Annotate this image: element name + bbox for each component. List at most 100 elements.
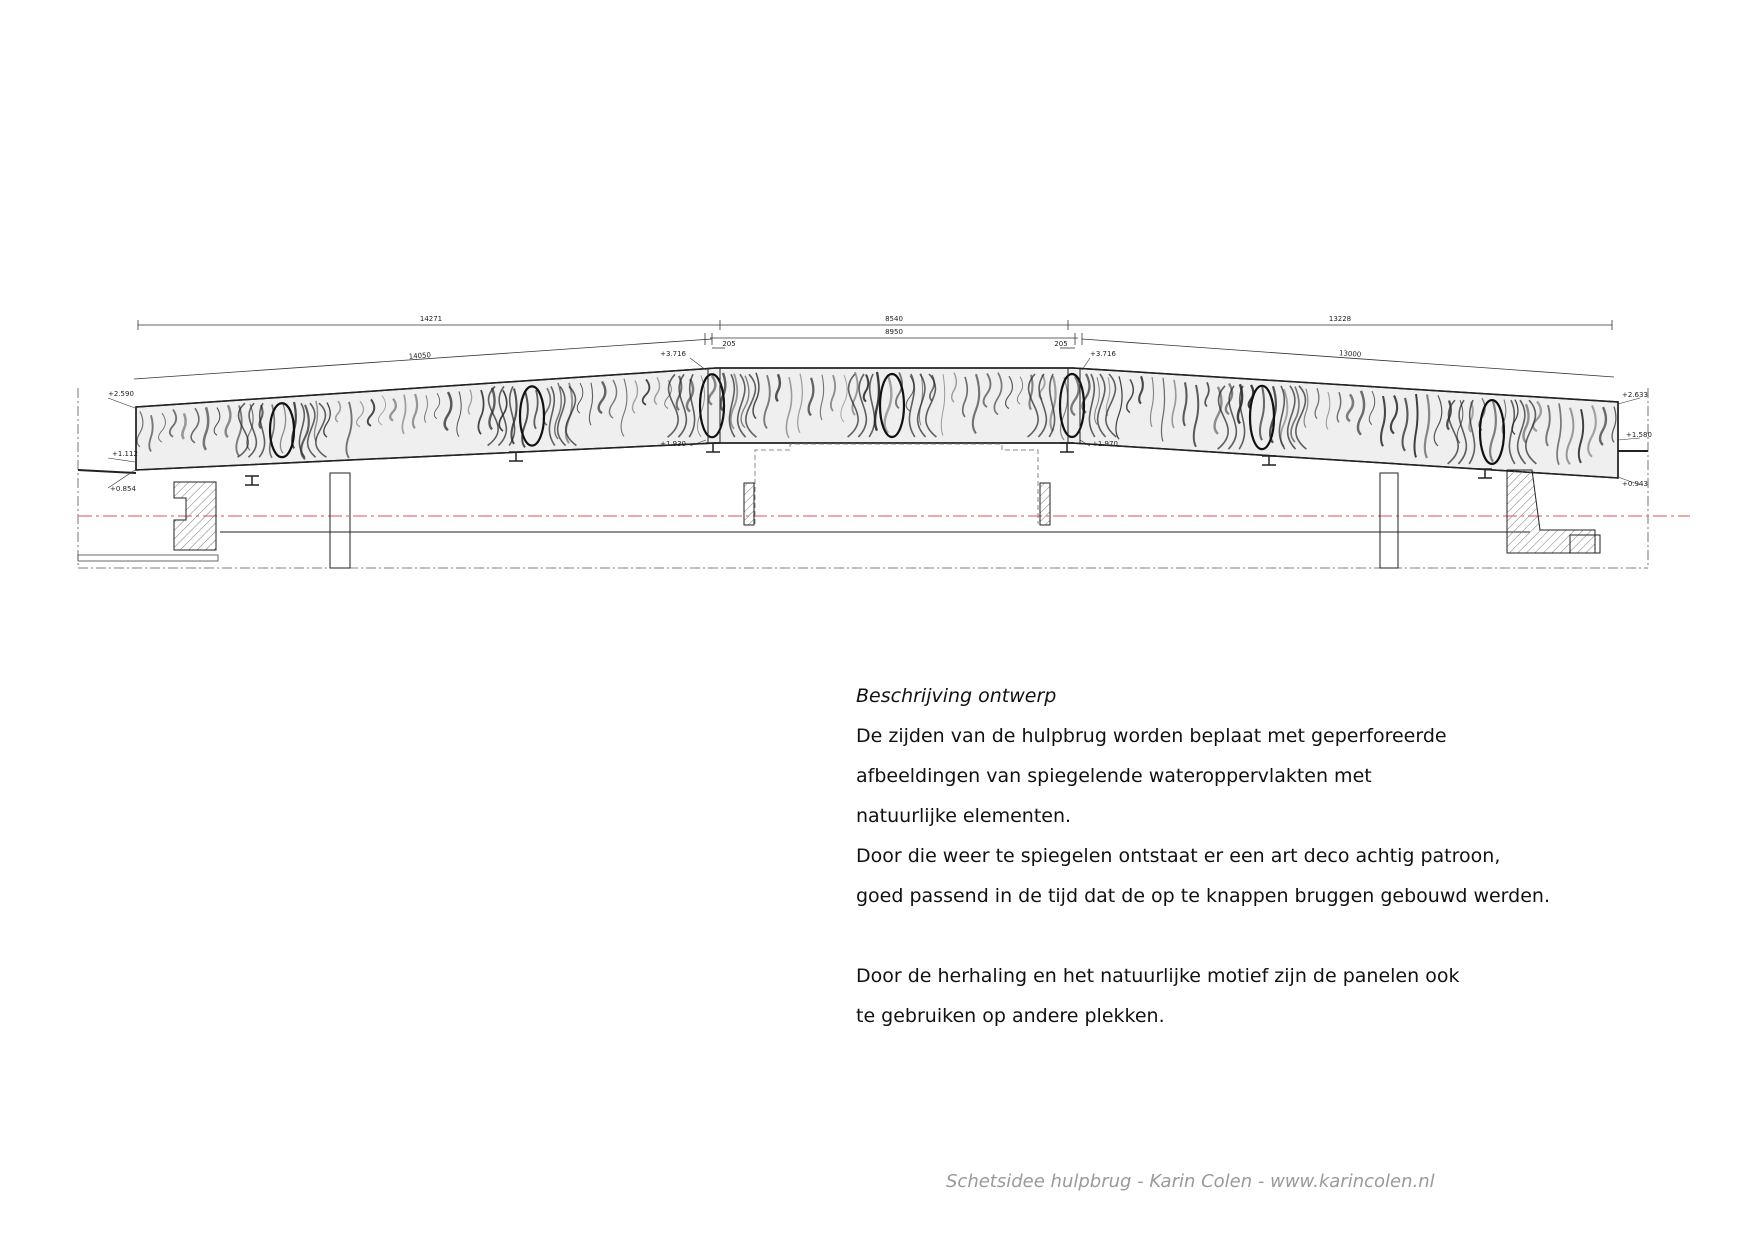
motif-mirror-stroke <box>1096 373 1107 438</box>
motif-stroke <box>1028 374 1034 411</box>
motif-mirror-stroke <box>868 373 876 438</box>
description-line-2: afbeeldingen van spiegelende wateropperv… <box>856 765 1372 787</box>
motif-mirror-stroke <box>745 373 757 438</box>
motif-stroke <box>313 400 319 442</box>
motif-stroke <box>1138 375 1144 405</box>
abutment-right <box>1506 450 1648 554</box>
dim-offset-left: 205 <box>722 340 735 348</box>
motif-stroke <box>631 380 639 414</box>
dim-offset-right: 205 <box>1054 340 1067 348</box>
motif-stroke <box>258 404 264 430</box>
motif-mirror-stroke <box>508 385 516 447</box>
motif-stroke <box>1545 404 1551 447</box>
clearance-outline <box>754 443 1039 524</box>
motif-stroke <box>807 377 815 417</box>
dim-slope-right: 13000 <box>1339 349 1362 359</box>
motif-stroke <box>424 395 428 423</box>
motif-mirror-stroke <box>1088 373 1096 438</box>
level-left-top: +2.590 <box>108 390 134 398</box>
footer-credit: Schetsidee hulpbrug - Karin Colen - www.… <box>946 1171 1435 1192</box>
motif-mirror-stroke <box>548 385 556 447</box>
motif-stroke <box>641 378 651 406</box>
motif-stroke <box>1489 400 1497 463</box>
motif-stroke <box>1531 400 1543 433</box>
dim-span-middle: 8540 <box>885 315 903 323</box>
motif-stroke <box>664 380 672 409</box>
motif-mirror-center <box>1248 384 1276 451</box>
motif-stroke <box>1258 385 1266 441</box>
design-description: Beschrijving ontwerp De zijden van de hu… <box>856 676 1716 1036</box>
motif-stroke <box>829 374 837 412</box>
motif-stroke <box>1070 375 1080 417</box>
motif-mirror-stroke <box>247 402 258 458</box>
level-center-right-top: +3.716 <box>1090 350 1116 358</box>
motif-stroke <box>202 406 210 451</box>
motif-stroke <box>1401 397 1409 452</box>
motif-stroke <box>752 372 760 420</box>
level-labels: +2.590 +1.112 +0.854 +3.716 +1.930 +3.71… <box>108 350 1652 493</box>
dimension-labels: 14271 8540 13228 8950 205 205 14050 1300… <box>408 315 1361 361</box>
motif-stroke <box>366 398 376 427</box>
description-line-3: natuurlijke elementen. <box>856 805 1072 827</box>
level-center-right-bottom: +1.970 <box>1092 440 1118 448</box>
motif-stroke <box>323 402 331 438</box>
motif-mirror-stroke <box>728 373 736 438</box>
motif-stroke <box>1587 405 1597 458</box>
motif-mirror-stroke <box>1295 385 1307 450</box>
motif-mirror-stroke <box>857 373 868 438</box>
motif-stroke <box>1149 376 1155 428</box>
motif-mirror-stroke <box>847 373 859 438</box>
motif-stroke <box>1336 391 1342 423</box>
motif-stroke <box>1016 376 1024 405</box>
motif-stroke <box>334 400 342 423</box>
motif-stroke <box>136 411 144 448</box>
motif-stroke <box>685 378 695 413</box>
motif-mirror-stroke <box>1468 399 1476 465</box>
motif-stroke <box>1171 379 1177 429</box>
motif-mirror-stroke <box>1278 385 1286 450</box>
dimension-lines <box>133 320 1615 380</box>
motif-stroke <box>707 375 717 406</box>
motif-stroke <box>443 391 453 432</box>
motif-mirror-stroke <box>1048 373 1056 438</box>
motif-stroke <box>763 374 771 430</box>
paragraph-gap <box>856 916 1716 956</box>
dim-span-right: 13228 <box>1329 315 1351 323</box>
motif-stroke <box>268 404 276 459</box>
motif-stroke <box>467 389 473 415</box>
motif-stroke <box>940 374 946 436</box>
description-line-5: goed passend in de tijd dat de op te kna… <box>856 885 1550 907</box>
motif-mirror-stroke <box>677 373 688 438</box>
motif-mirror-stroke <box>497 385 508 447</box>
motif-mirror-stroke <box>556 385 567 447</box>
motif-mirror-center <box>518 385 546 447</box>
motif-mirror-stroke <box>1447 399 1459 465</box>
motif-stroke <box>851 371 859 416</box>
motif-stroke <box>433 393 441 420</box>
motif-mirror-stroke <box>1105 373 1117 438</box>
motif-stroke <box>1468 401 1474 433</box>
level-left-bottom: +0.854 <box>110 485 136 493</box>
motif-stroke <box>971 373 981 435</box>
abutment-left <box>77 469 217 551</box>
level-center-left-top: +3.716 <box>660 350 686 358</box>
motif-mirror-stroke <box>298 402 306 458</box>
motif-mirror-center <box>878 372 906 439</box>
motif-stroke <box>1345 393 1355 423</box>
motif-stroke <box>377 395 387 426</box>
level-markers <box>107 357 1641 489</box>
motif-stroke <box>190 407 200 444</box>
motif-stroke <box>588 382 594 426</box>
motif-stroke <box>1556 403 1562 466</box>
motif-mirror-stroke <box>1516 399 1527 465</box>
motif-stroke <box>993 372 1003 416</box>
motif-stroke <box>1379 395 1387 447</box>
motif-stroke <box>477 389 485 435</box>
description-title: Beschrijving ontwerp <box>856 685 1057 707</box>
motif-stroke <box>653 376 661 406</box>
motif-stroke <box>181 412 187 440</box>
motif-stroke <box>1115 376 1123 440</box>
motif-mirror-stroke <box>1238 385 1246 450</box>
motif-stroke <box>1247 384 1255 410</box>
motif-mirror-center <box>1058 372 1086 439</box>
